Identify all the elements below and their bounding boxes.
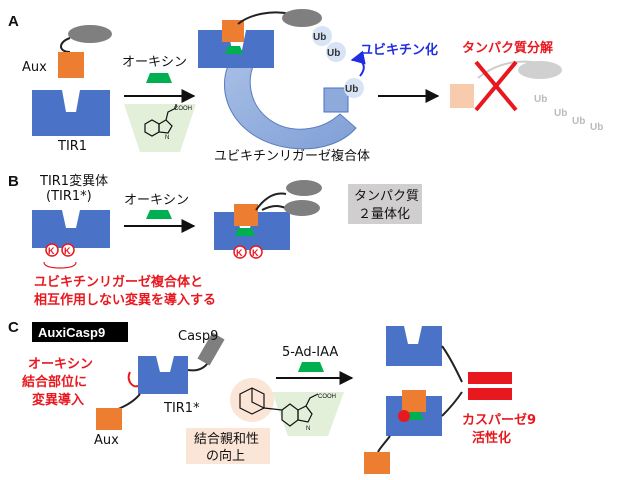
ligand-label: 5-Ad-IAA <box>282 345 338 360</box>
ub-fragment: Ub <box>554 108 567 119</box>
grey-domain <box>68 25 112 43</box>
ub-fragment: Ub <box>572 116 585 127</box>
grey-domain <box>284 200 320 216</box>
aux-tag <box>58 52 84 78</box>
activation-line2: 活性化 <box>472 430 511 446</box>
affinity-box <box>186 428 270 464</box>
mutation-label-line1: オーキシン <box>28 357 93 372</box>
ub-label: Ub <box>345 84 358 95</box>
mutant-label-line2: (TIR1*) <box>46 189 92 204</box>
dimerization-line1: タンパク質 <box>354 189 419 204</box>
cooh-label: COOH <box>318 394 336 400</box>
auxin-molecule <box>146 73 172 83</box>
aux-tag <box>96 408 122 430</box>
title-box <box>32 322 128 342</box>
grey-domain <box>286 180 322 196</box>
aux-tag <box>364 452 390 474</box>
auxin-label: オーキシン <box>122 55 187 70</box>
k-label: K <box>236 248 243 258</box>
nh-label: N <box>306 426 310 432</box>
casp9-label: Casp9 <box>178 329 218 344</box>
auxin-bound <box>235 228 255 236</box>
affinity-line2: の向上 <box>206 448 245 464</box>
ad-iaa-structure <box>239 387 319 427</box>
casp9-domain <box>197 332 225 366</box>
affinity-line1: 結合親和性 <box>194 432 259 447</box>
panel-label-a: A <box>8 13 19 30</box>
aux-label: Aux <box>22 60 47 75</box>
mutation-label-line2: 結合部位に <box>22 374 87 390</box>
dimerization-line2: ２量体化 <box>358 207 410 222</box>
tir1-mutant <box>32 210 110 248</box>
aux-degraded <box>450 84 474 108</box>
ub-fragment: Ub <box>534 94 547 105</box>
k-label: K <box>64 246 71 256</box>
linker <box>441 345 463 383</box>
linker <box>377 435 391 453</box>
mutation-site <box>398 410 410 422</box>
k-label: K <box>252 248 259 258</box>
tir1-star-label: TIR1* <box>163 401 200 416</box>
linker <box>441 391 463 417</box>
nh-label: N <box>165 135 169 141</box>
auxin-molecule <box>146 210 172 219</box>
k-mutation <box>249 245 263 259</box>
cooh-label: COOH <box>174 106 192 112</box>
ub-fragment: Ub <box>590 122 603 133</box>
tir1-star-bound <box>386 326 442 366</box>
grey-domain-bound <box>282 9 322 27</box>
tir1-bound <box>198 30 274 68</box>
aux-label: Aux <box>94 433 119 448</box>
pocket-mutation <box>127 371 139 388</box>
activation-line1: カスパーゼ9 <box>462 412 536 428</box>
dimerization-box <box>348 184 422 224</box>
iaa-structure <box>144 104 177 137</box>
note-line2: 相互作用しない変異を導入する <box>34 292 216 308</box>
grey-domain-degraded <box>518 61 562 79</box>
auxin-label: オーキシン <box>124 193 189 208</box>
tir1-receptor <box>32 90 110 136</box>
ubiquitination-arrow <box>350 50 366 77</box>
mutation-label-line3: 変異導入 <box>32 392 84 408</box>
aux-bound <box>402 390 426 412</box>
ub-label: Ub <box>327 48 340 59</box>
cross-mark <box>474 60 518 112</box>
linker <box>60 37 71 53</box>
ubiquitination-label: ユビキチン化 <box>360 42 438 58</box>
ligase-label: ユビキチンリガーゼ複合体 <box>214 148 370 164</box>
title: AuxiCasp9 <box>38 325 105 340</box>
mutation-bracket <box>43 261 77 269</box>
ligand-structure-bg <box>272 392 344 436</box>
tir1-label: TIR1 <box>57 139 87 154</box>
note-line1: ユビキチンリガーゼ複合体と <box>34 274 203 290</box>
casp9-active <box>468 372 512 384</box>
ligand-molecule <box>298 362 324 372</box>
panel-label-c: C <box>8 319 19 336</box>
tir1-star <box>138 356 188 394</box>
k-label: K <box>48 246 55 256</box>
casp9-active <box>468 388 512 400</box>
ligase-subunit <box>323 87 349 113</box>
ub-bubble <box>326 42 346 62</box>
iaa-structure-bg <box>124 104 196 152</box>
aux-bound <box>222 20 244 42</box>
degradation-label: タンパク質分解 <box>462 40 553 56</box>
panel-label-b: B <box>8 173 19 190</box>
aux-bound <box>234 204 258 226</box>
auxin-bound <box>225 46 243 54</box>
linker <box>261 205 287 211</box>
ub-label: Ub <box>313 32 326 43</box>
ligase-complex <box>224 57 357 150</box>
linker <box>255 192 287 211</box>
ub-bubble <box>344 78 364 98</box>
ub-bubble <box>312 26 332 46</box>
k-mutation <box>45 243 59 257</box>
k-mutation <box>61 243 75 257</box>
mutant-label-line1: TIR1変異体 <box>39 173 108 189</box>
k-mutation <box>233 245 247 259</box>
